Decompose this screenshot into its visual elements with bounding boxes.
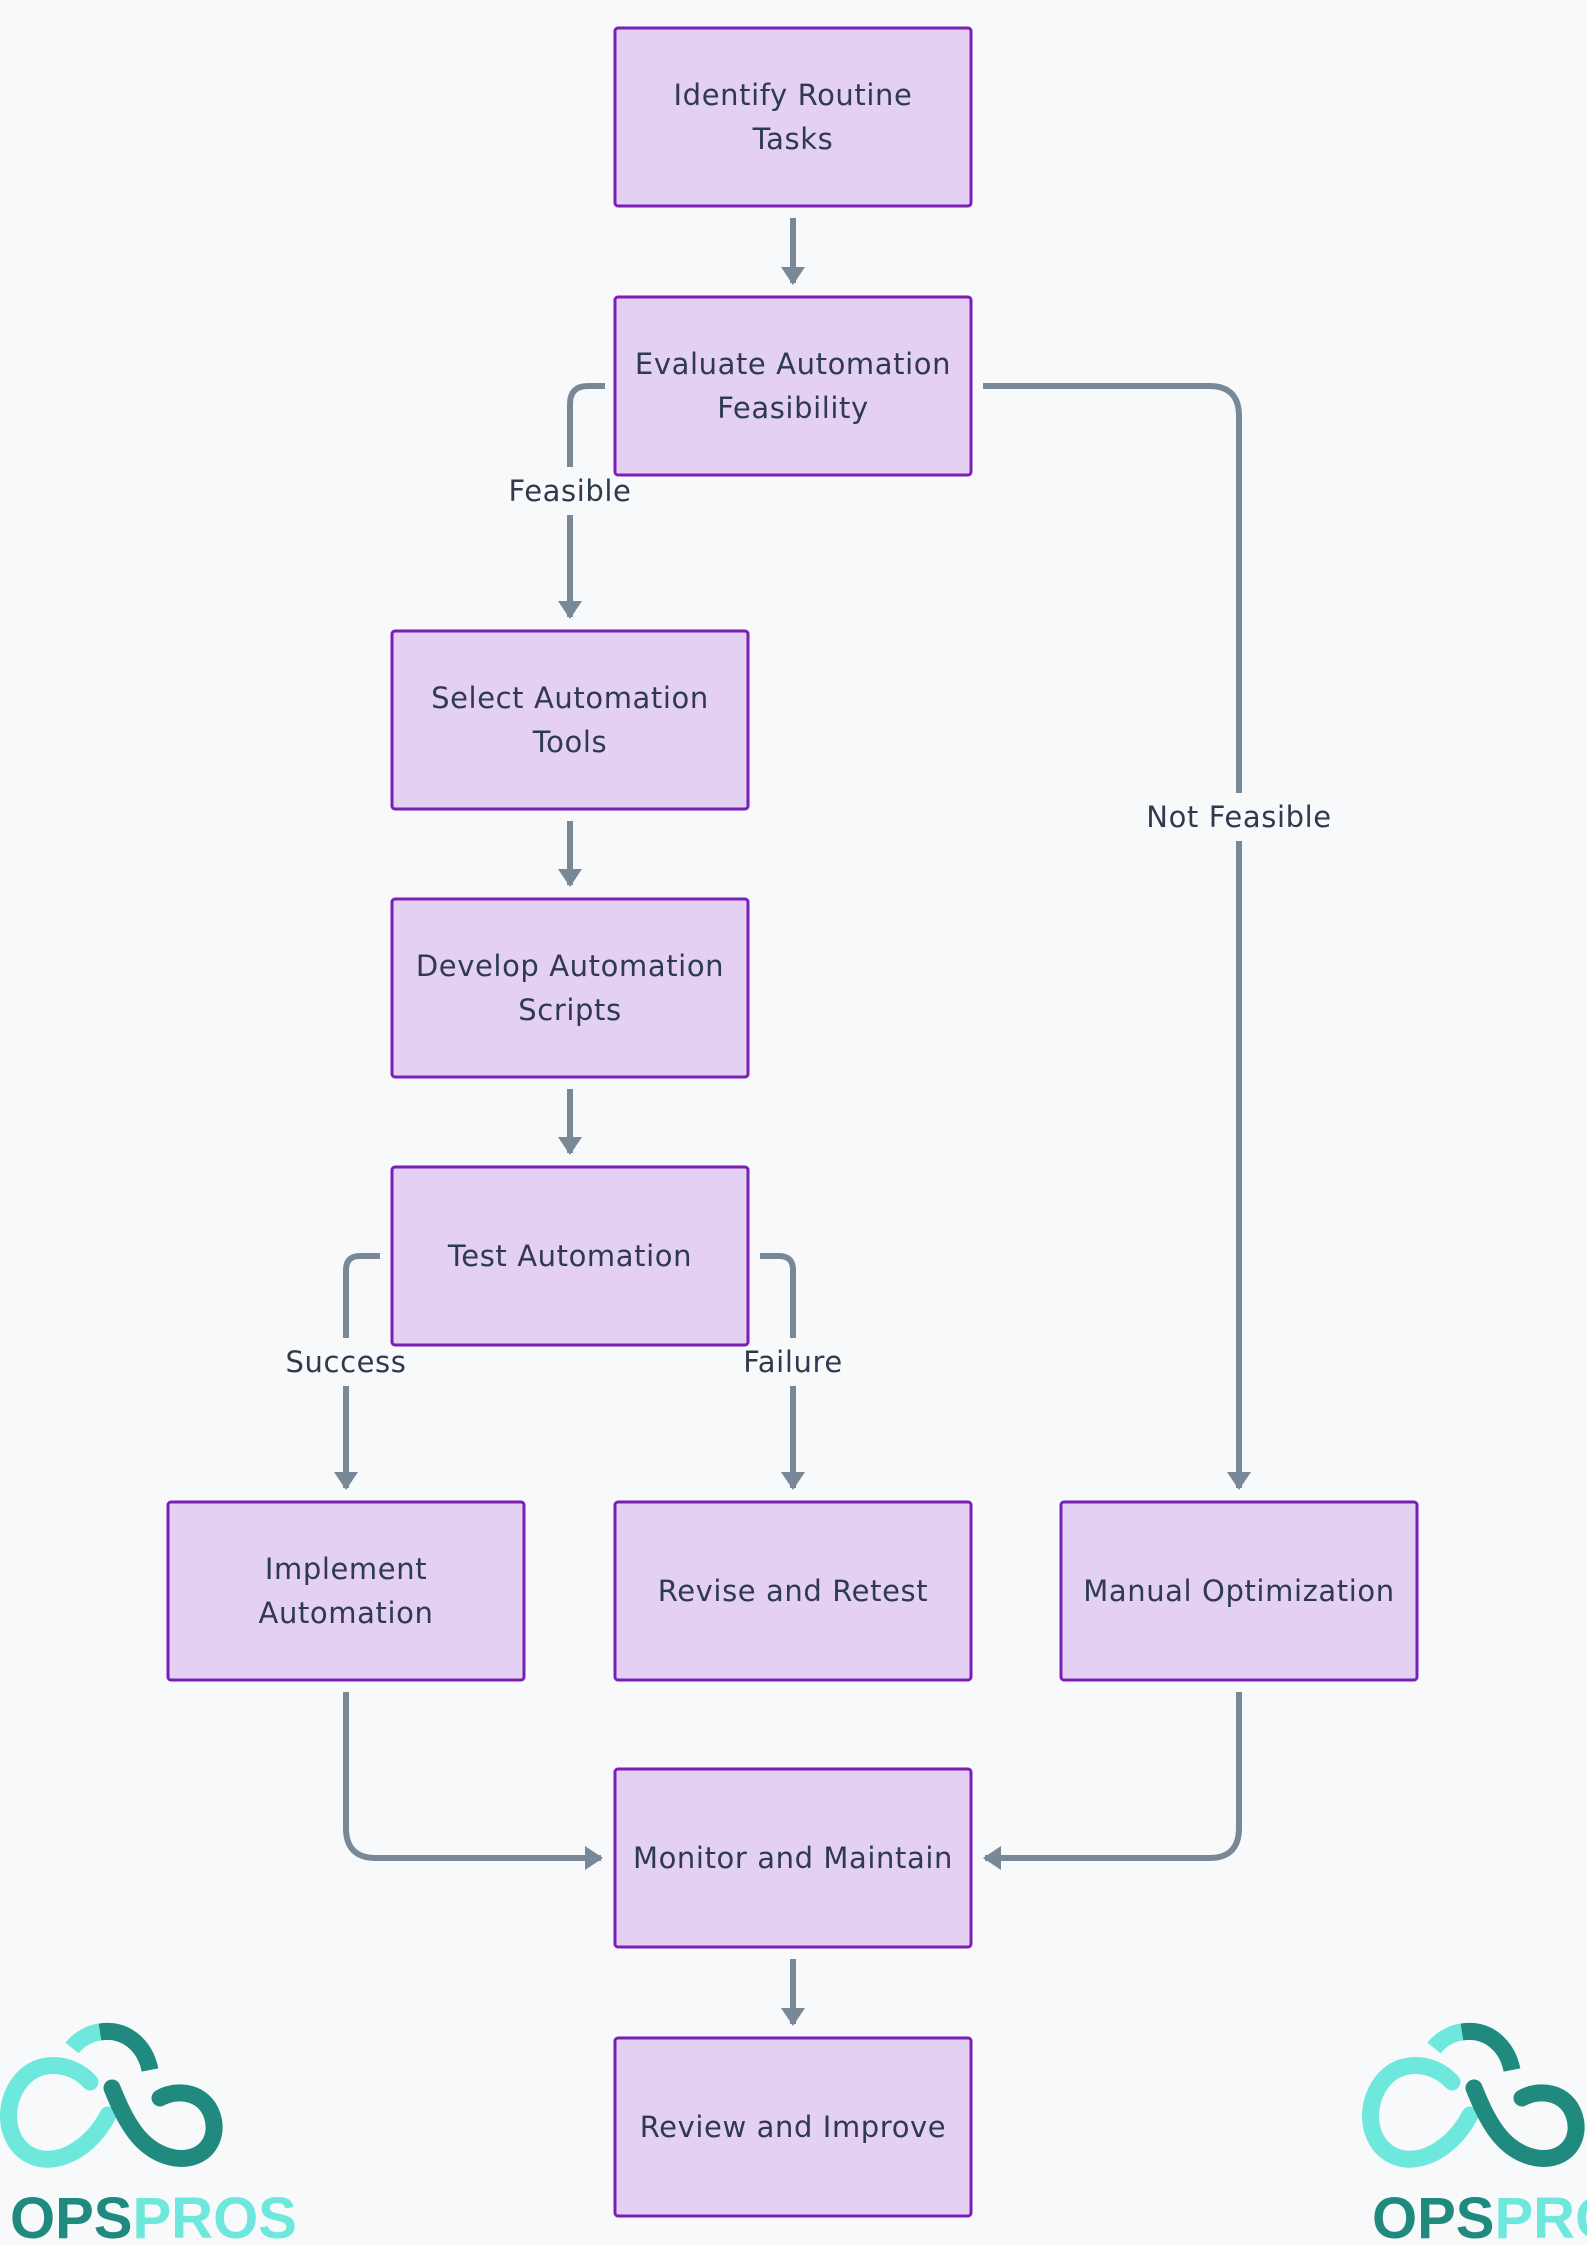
edge-label: Feasible	[509, 474, 632, 508]
node-label: Feasibility	[717, 391, 869, 425]
arrowhead-icon	[558, 869, 582, 887]
arrowhead-icon	[781, 2008, 805, 2026]
edge-line	[983, 383, 1242, 1488]
logo-left: OPSPROS	[0, 2022, 297, 2245]
node-box	[166, 1500, 526, 1682]
arrowhead-icon	[558, 601, 582, 619]
node-label: Develop Automation	[416, 949, 724, 983]
node-monitor: Monitor and Maintain	[613, 1767, 973, 1949]
edge-line	[760, 1253, 796, 1488]
edge-select-to-develop	[558, 821, 582, 887]
arrowhead-icon	[1227, 1472, 1251, 1490]
edge-label: Success	[286, 1345, 407, 1379]
node-box	[613, 1500, 973, 1682]
edge-line	[343, 1692, 601, 1861]
logo-text-ops: OPS	[10, 2186, 133, 2245]
node-box	[613, 295, 973, 477]
node-box	[613, 26, 973, 208]
edge-manual-to-monitor	[983, 1692, 1242, 1870]
edge-label-background	[1126, 793, 1352, 841]
node-box	[613, 2036, 973, 2218]
arrowhead-icon	[585, 1846, 603, 1870]
logo-text: OPSPROS	[1372, 2186, 1587, 2245]
logo-text: OPSPROS	[10, 2186, 297, 2245]
edge-develop-to-test	[558, 1089, 582, 1155]
edge-label-background	[725, 1338, 861, 1386]
cloud-infinity-icon	[0, 2022, 223, 2168]
node-label: Revise and Retest	[658, 1574, 928, 1608]
node-box	[390, 897, 750, 1079]
node-label: Test Automation	[447, 1239, 692, 1273]
node-revise: Revise and Retest	[613, 1500, 973, 1682]
logo-text-ops: OPS	[1372, 2186, 1495, 2245]
edge-label: Failure	[743, 1345, 843, 1379]
node-label: Select Automation	[431, 681, 709, 715]
edge-line	[985, 1692, 1242, 1861]
edge-evaluate-to-manual: Not Feasible	[983, 383, 1352, 1490]
arrowhead-icon	[334, 1472, 358, 1490]
node-label: Implement	[265, 1552, 427, 1586]
edge-line	[343, 1253, 380, 1488]
edge-identify-to-evaluate	[781, 218, 805, 285]
node-review: Review and Improve	[613, 2036, 973, 2218]
edge-monitor-to-review	[781, 1959, 805, 2026]
node-box	[390, 629, 750, 811]
node-label: Tasks	[752, 122, 834, 156]
node-test: Test Automation	[390, 1165, 750, 1347]
edge-label-background	[278, 1338, 414, 1386]
arrowhead-icon	[558, 1137, 582, 1155]
edge-test-to-revise: Failure	[725, 1253, 861, 1490]
logo-text-pros: PROS	[1495, 2186, 1587, 2245]
logo-text-pros: PROS	[133, 2186, 297, 2245]
node-label: Tools	[532, 725, 607, 759]
logos-layer: OPSPROSOPSPROS	[0, 2022, 1587, 2245]
node-box	[1059, 1500, 1419, 1682]
node-label: Identify Routine	[674, 78, 913, 112]
node-manual: Manual Optimization	[1059, 1500, 1419, 1682]
arrowhead-icon	[781, 1472, 805, 1490]
edge-implement-to-monitor	[343, 1692, 603, 1870]
logo-right: OPSPROS	[1362, 2022, 1587, 2245]
node-label: Evaluate Automation	[635, 347, 951, 381]
edge-line	[567, 383, 605, 617]
node-label: Review and Improve	[640, 2110, 947, 2144]
edge-label: Not Feasible	[1146, 800, 1331, 834]
node-label: Automation	[259, 1596, 434, 1630]
node-label: Manual Optimization	[1083, 1574, 1395, 1608]
node-box	[390, 1165, 750, 1347]
arrowhead-icon	[983, 1846, 1001, 1870]
node-box	[613, 1767, 973, 1949]
arrowhead-icon	[781, 267, 805, 285]
cloud-infinity-icon	[1362, 2022, 1585, 2168]
node-label: Monitor and Maintain	[633, 1841, 953, 1875]
edge-test-to-implement: Success	[278, 1253, 414, 1490]
node-label: Scripts	[518, 993, 621, 1027]
